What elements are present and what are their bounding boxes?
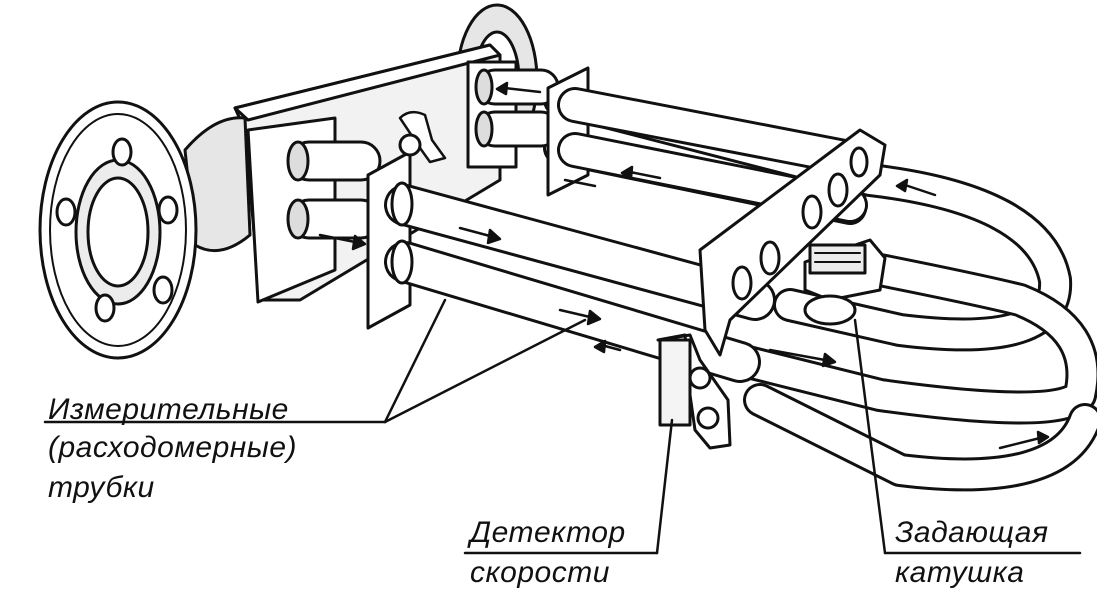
velocity-detector [656, 333, 732, 450]
label-measuring-tubes-line1: Измерительные [48, 393, 289, 426]
brace-plate-back [546, 66, 590, 197]
front-tube-stubs [286, 140, 382, 240]
drive-coil [803, 238, 887, 326]
label-measuring-tubes-line3: трубки [48, 471, 155, 504]
top-clamp [398, 110, 447, 164]
leader-lines [43, 298, 1082, 555]
flow-arrows [318, 81, 1050, 450]
label-velocity-detector-line2: скорости [470, 556, 610, 589]
front-flange [38, 100, 252, 360]
lower-u-loop [723, 253, 1097, 492]
label-drive-coil-line1: Задающая [895, 516, 1049, 549]
label-drive-coil-line2: катушка [895, 556, 1025, 589]
drive-coil-bracket [698, 128, 887, 357]
label-measuring-tubes-line2: (расходомерные) [48, 431, 298, 464]
label-velocity-detector-line1: Детектор [470, 516, 626, 549]
